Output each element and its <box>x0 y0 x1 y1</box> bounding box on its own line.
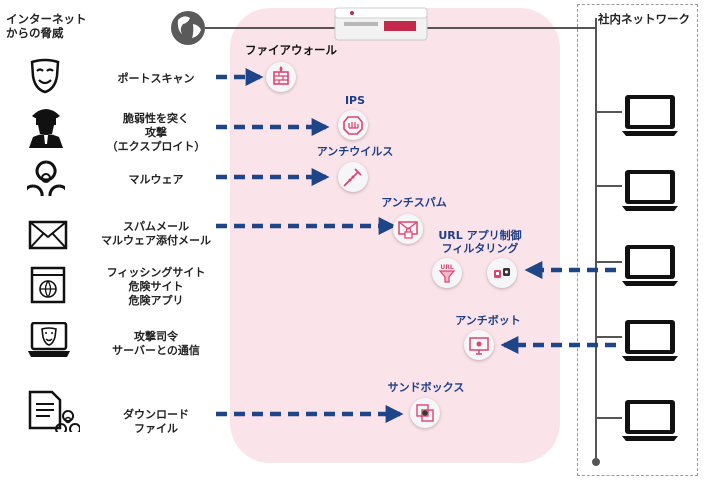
threat-label-phishing: フィッシングサイト 危険サイト 危険アプリ <box>106 266 206 307</box>
threat-arrows <box>216 68 404 423</box>
utm-appliance-icon <box>334 7 428 41</box>
sandbox-icon <box>410 398 440 428</box>
app-control-icon <box>487 258 517 288</box>
sandbox-label: サンドボックス <box>387 381 465 394</box>
internal-network-header: 社内ネットワーク <box>598 12 690 26</box>
antibot-icon <box>464 330 494 360</box>
threat-label-download: ダウンロード ファイル <box>123 408 189 435</box>
envelope-icon <box>28 220 68 250</box>
antibot-label: アンチボット <box>455 314 521 327</box>
biohazard-icon <box>27 160 65 196</box>
hacker-icon <box>29 109 63 148</box>
url-filter-icon: URL <box>432 258 462 288</box>
ips-icon <box>338 110 368 140</box>
firewall-label: ファイアウォール <box>245 43 337 57</box>
antispam-icon <box>393 214 423 244</box>
antivirus-icon <box>338 162 368 192</box>
threat-label-spam: スパムメール マルウェア添付メール <box>101 220 211 247</box>
laptop-icons <box>622 95 678 441</box>
internet-threats-header: インターネット からの脅威 <box>6 12 87 41</box>
backbone-end-dot <box>592 458 600 466</box>
lan-arrows <box>500 261 616 354</box>
document-biohazard-icon <box>28 390 80 432</box>
threat-label-port-scan: ポートスキャン <box>117 72 195 85</box>
svg-text:URL: URL <box>440 264 453 271</box>
firewall-icon <box>266 62 296 92</box>
url-app-filter-label: URL アプリ制御 フィルタリング <box>438 229 522 256</box>
threat-label-exploit: 脆弱性を突く 攻撃 （エクスプロイト） <box>106 112 206 153</box>
antispam-label: アンチスパム <box>381 196 447 209</box>
laptop-mask-icon <box>28 322 70 357</box>
browser-globe-icon <box>30 266 66 304</box>
threat-label-c2: 攻撃司令 サーバーとの通信 <box>112 330 200 357</box>
mask-icon <box>30 58 60 94</box>
internet-globe-icon <box>171 11 205 45</box>
ips-label: IPS <box>344 94 366 107</box>
antivirus-label: アンチウイルス <box>316 145 394 158</box>
internal-network-zone <box>577 4 698 476</box>
threat-label-malware: マルウェア <box>128 173 184 186</box>
